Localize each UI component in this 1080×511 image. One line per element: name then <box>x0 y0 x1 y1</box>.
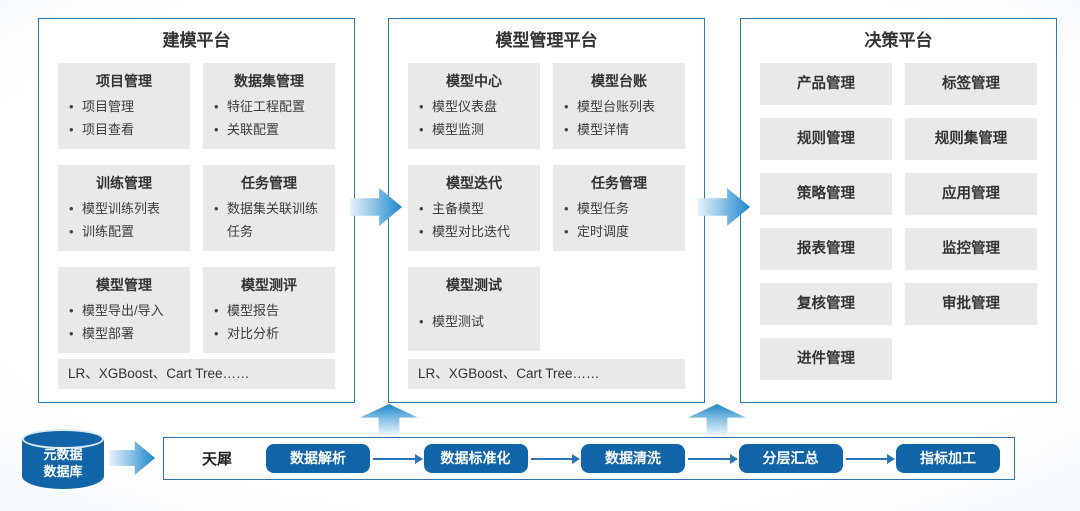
card-bullet-item: 对比分析 <box>211 322 327 345</box>
panel-modeling-platform: 建模平台 项目管理项目管理项目查看数据集管理特征工程配置关联配置训练管理模型训练… <box>38 18 355 403</box>
card-bullet-item: 特征工程配置 <box>211 95 327 118</box>
card-title: 模型中心 <box>446 73 502 89</box>
panel-title: 建模平台 <box>162 31 231 50</box>
card-bullet-item: 模型测试 <box>416 310 532 333</box>
module-box-grid: 产品管理标签管理规则管理规则集管理策略管理应用管理报表管理监控管理复核管理审批管… <box>741 63 1056 380</box>
card-bullet-item: 训练配置 <box>66 220 182 243</box>
feature-card: 模型测评模型报告对比分析 <box>203 267 335 353</box>
database-label: 元数据 数据库 <box>22 446 104 480</box>
feature-card: 任务管理数据集关联训练任务 <box>203 165 335 251</box>
card-bullet-item: 项目查看 <box>66 118 182 141</box>
database-label-line1: 元数据 <box>43 447 83 462</box>
cylinder-top-ellipse <box>22 429 104 449</box>
card-bullet-item: 模型对比迭代 <box>416 220 532 243</box>
feature-card: 模型管理模型导出/导入模型部署 <box>58 267 190 353</box>
arrow-right-line-icon <box>373 453 422 464</box>
feature-card: 数据集管理特征工程配置关联配置 <box>203 63 335 149</box>
card-title: 训练管理 <box>96 175 152 191</box>
card-title: 数据集管理 <box>234 73 304 89</box>
panel-title: 决策平台 <box>864 31 933 50</box>
module-box: 复核管理 <box>760 283 892 325</box>
card-bullet-list: 模型导出/导入模型部署 <box>66 299 182 345</box>
arrow-up-icon <box>688 404 746 435</box>
feature-card: 训练管理模型训练列表训练配置 <box>58 165 190 251</box>
flow-step-button: 数据解析 <box>266 444 371 473</box>
module-box: 报表管理 <box>760 228 892 270</box>
module-box: 审批管理 <box>905 283 1037 325</box>
algorithms-bar: LR、XGBoost、Cart Tree…… <box>58 359 335 389</box>
flow-step-button: 数据清洗 <box>581 444 686 473</box>
feature-card: 模型迭代主备模型模型对比迭代 <box>408 165 540 251</box>
module-box: 策略管理 <box>760 173 892 215</box>
card-bullet-item: 定时调度 <box>561 220 677 243</box>
system-label: 天犀 <box>202 451 233 468</box>
card-bullet-item: 数据集关联训练任务 <box>211 197 327 243</box>
feature-card: 项目管理项目管理项目查看 <box>58 63 190 149</box>
arrow-right-line-icon <box>530 453 580 464</box>
flow-step-button: 指标加工 <box>896 444 1001 473</box>
card-title: 模型迭代 <box>446 175 502 191</box>
flow-step-button: 分层汇总 <box>738 444 843 473</box>
card-title: 模型台账 <box>591 73 647 89</box>
module-box: 应用管理 <box>905 173 1037 215</box>
feature-card: 模型中心模型仪表盘模型监测 <box>408 63 540 149</box>
card-bullet-list: 数据集关联训练任务 <box>211 197 327 243</box>
arrow-right-line-icon <box>688 453 737 464</box>
card-bullet-list: 模型任务定时调度 <box>561 197 677 243</box>
card-bullet-list: 特征工程配置关联配置 <box>211 95 327 141</box>
database-label-line2: 数据库 <box>43 464 83 479</box>
arrow-right-line-icon <box>845 453 895 464</box>
feature-card: 任务管理模型任务定时调度 <box>553 165 685 251</box>
panel-title: 模型管理平台 <box>495 31 598 50</box>
card-title: 模型测评 <box>241 277 297 293</box>
data-pipeline-box: 天犀 数据解析 数据标准化 数据清洗 分层汇总 指标加工 <box>163 437 1015 480</box>
feature-card-grid: 模型中心模型仪表盘模型监测模型台账模型台账列表模型详情模型迭代主备模型模型对比迭… <box>389 63 704 351</box>
card-bullet-item: 关联配置 <box>211 118 327 141</box>
card-bullet-item: 模型任务 <box>561 197 677 220</box>
module-box: 规则集管理 <box>905 118 1037 160</box>
card-title: 模型管理 <box>96 277 152 293</box>
card-title: 项目管理 <box>96 73 152 89</box>
card-bullet-list: 模型报告对比分析 <box>211 299 327 345</box>
card-bullet-list: 模型训练列表训练配置 <box>66 197 182 243</box>
feature-card-grid: 项目管理项目管理项目查看数据集管理特征工程配置关联配置训练管理模型训练列表训练配… <box>39 63 354 353</box>
pipeline-steps: 数据解析 数据标准化 数据清洗 分层汇总 指标加工 <box>266 444 1001 473</box>
flow-step-button: 数据标准化 <box>423 444 528 473</box>
panel-model-management-platform: 模型管理平台 模型中心模型仪表盘模型监测模型台账模型台账列表模型详情模型迭代主备… <box>388 18 705 403</box>
arrow-right-icon <box>109 441 155 475</box>
card-bullet-item: 模型部署 <box>66 322 182 345</box>
card-bullet-item: 项目管理 <box>66 95 182 118</box>
card-title: 任务管理 <box>241 175 297 191</box>
card-bullet-list: 模型测试 <box>416 310 532 333</box>
feature-card: 模型测试模型测试 <box>408 267 540 351</box>
card-bullet-item: 模型导出/导入 <box>66 299 182 322</box>
module-box: 进件管理 <box>760 338 892 380</box>
card-title: 任务管理 <box>591 175 647 191</box>
feature-card: 模型台账模型台账列表模型详情 <box>553 63 685 149</box>
module-box: 产品管理 <box>760 63 892 105</box>
card-bullet-item: 主备模型 <box>416 197 532 220</box>
module-box: 规则管理 <box>760 118 892 160</box>
card-bullet-item: 模型仪表盘 <box>416 95 532 118</box>
module-box: 监控管理 <box>905 228 1037 270</box>
card-bullet-item: 模型台账列表 <box>561 95 677 118</box>
card-bullet-list: 主备模型模型对比迭代 <box>416 197 532 243</box>
arrow-up-icon <box>360 404 418 435</box>
card-bullet-list: 模型台账列表模型详情 <box>561 95 677 141</box>
card-title: 模型测试 <box>446 277 502 293</box>
card-bullet-item: 模型训练列表 <box>66 197 182 220</box>
card-bullet-list: 项目管理项目查看 <box>66 95 182 141</box>
algorithms-bar: LR、XGBoost、Cart Tree…… <box>408 359 685 389</box>
card-bullet-item: 模型报告 <box>211 299 327 322</box>
card-bullet-list: 模型仪表盘模型监测 <box>416 95 532 141</box>
metadata-database-cylinder: 元数据 数据库 <box>22 429 104 489</box>
panel-decision-platform: 决策平台 产品管理标签管理规则管理规则集管理策略管理应用管理报表管理监控管理复核… <box>740 18 1057 403</box>
card-bullet-item: 模型详情 <box>561 118 677 141</box>
card-bullet-item: 模型监测 <box>416 118 532 141</box>
module-box: 标签管理 <box>905 63 1037 105</box>
